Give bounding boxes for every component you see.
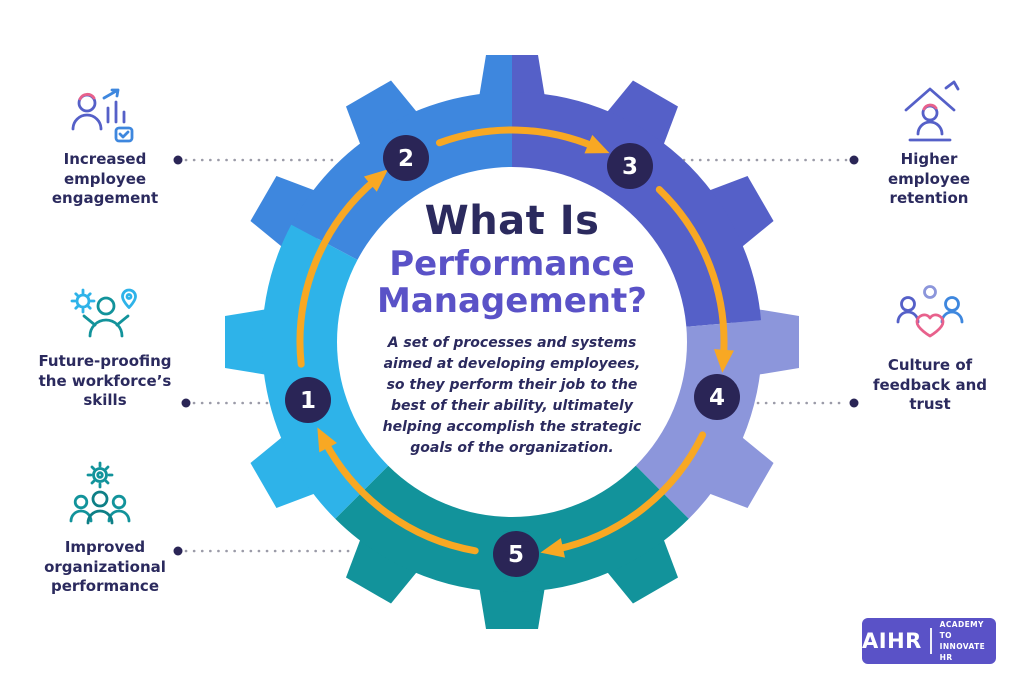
flow-arrow-2-3 [435,126,610,154]
benefit-label-increased-employee-engagement: Increased employee engagement [51,150,159,207]
page-title-main: Performance Management? [377,244,647,321]
flow-arrow-1-2 [296,169,388,368]
aihr-logo-tagline-line1: ACADEMY TO [939,619,984,640]
page-title-prefix: What Is [424,198,600,244]
step-badge-4: 4 [694,374,740,420]
step-number-4: 4 [709,385,725,411]
benefit-label-culture-of-feedback-and-trust: Culture of feedback and trust [872,356,988,413]
benefit-label-future-proofing-skills: Future-proofing the workforce’s skills [38,352,172,409]
feedback-trust-icon [894,278,966,350]
step-badge-3: 3 [607,143,653,189]
connector-dot [173,155,183,165]
flow-arrow-3-4 [655,186,734,373]
future-proofing-icon [70,280,142,352]
aihr-logo-divider [929,628,932,654]
step-badge-1: 1 [285,377,331,423]
connector-dot [173,546,183,556]
step-number-2: 2 [398,146,414,172]
step-badge-2: 2 [383,135,429,181]
aihr-logo-tagline-line2: INNOVATE HR [939,642,986,663]
step-badges: 1 2 3 4 5 [285,135,740,577]
description-text: A set of processes and systems aimed at … [382,335,642,457]
connector-dot [181,398,191,408]
flow-arrow-5-1 [317,427,479,555]
step-number-5: 5 [508,542,524,568]
gear-center [337,167,687,517]
connector-dot [849,155,859,165]
organizational-performance-icon [64,460,136,532]
center-content: What Is Performance Management? A set of… [357,198,667,459]
employee-engagement-icon [66,76,138,148]
aihr-logo-brand: AIHR [862,629,922,653]
step-number-1: 1 [300,388,316,414]
step-badge-5: 5 [493,531,539,577]
connector-dot [849,398,859,408]
employee-retention-icon [894,76,966,148]
aihr-logo-tagline: ACADEMY TO INNOVATE HR [940,619,996,664]
benefit-label-higher-employee-retention: Higher employee retention [887,150,971,207]
benefit-label-improved-organizational-performance: Improved organizational performance [44,538,166,595]
flow-arrow-4-5 [540,431,707,558]
connector-lines [173,155,859,556]
flow-arrows [296,126,734,558]
aihr-logo: AIHR ACADEMY TO INNOVATE HR [862,618,996,664]
step-number-3: 3 [622,154,638,180]
